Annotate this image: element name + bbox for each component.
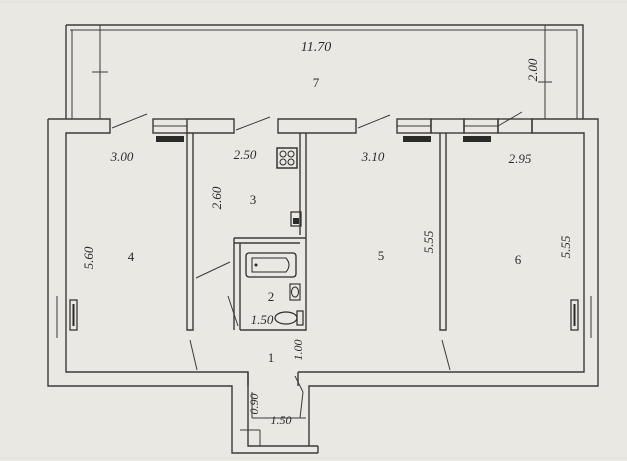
washbasin-icon xyxy=(289,283,301,301)
balcony-length-label: 11.70 xyxy=(301,40,331,55)
entry-depth-label: 0.90 xyxy=(247,394,261,415)
toilet-icon xyxy=(274,310,304,326)
room-5-label: 5 xyxy=(378,248,385,263)
room-3-label: 3 xyxy=(250,192,257,207)
entry-width-label: 1.50 xyxy=(271,413,292,427)
balcony-depth-label: 2.00 xyxy=(525,58,540,81)
hall-width-label: 1.00 xyxy=(291,340,305,361)
top-walls xyxy=(152,118,533,134)
sink-icon xyxy=(290,211,302,227)
room4-length-label: 5.60 xyxy=(81,246,96,269)
room-6-label: 6 xyxy=(515,252,522,267)
balcony-doors xyxy=(111,111,523,131)
bathroom-width-label: 1.50 xyxy=(251,312,274,327)
room5-width-label: 3.10 xyxy=(361,149,385,164)
interior-walls xyxy=(186,133,447,331)
room-4-label: 4 xyxy=(128,249,135,264)
interior-doors xyxy=(189,261,451,419)
room4-width-label: 3.00 xyxy=(110,149,134,164)
room6-width-label: 2.95 xyxy=(509,151,532,166)
kitchen-width-label: 2.50 xyxy=(234,147,257,162)
balcony-outline xyxy=(65,24,584,119)
entry-details xyxy=(240,392,306,446)
radiator-icon xyxy=(69,136,579,331)
room-1-label: 1 xyxy=(268,350,275,365)
kitchen-length-label: 2.60 xyxy=(209,186,224,209)
stove-icon xyxy=(276,147,298,169)
room-2-label: 2 xyxy=(268,289,275,304)
room5-length-label: 5.55 xyxy=(421,230,436,253)
outer-walls xyxy=(47,118,599,454)
bathtub-icon xyxy=(245,252,297,278)
room6-length-label: 5.55 xyxy=(558,235,573,258)
side-windows xyxy=(56,296,592,338)
room-7-label: 7 xyxy=(313,75,320,90)
